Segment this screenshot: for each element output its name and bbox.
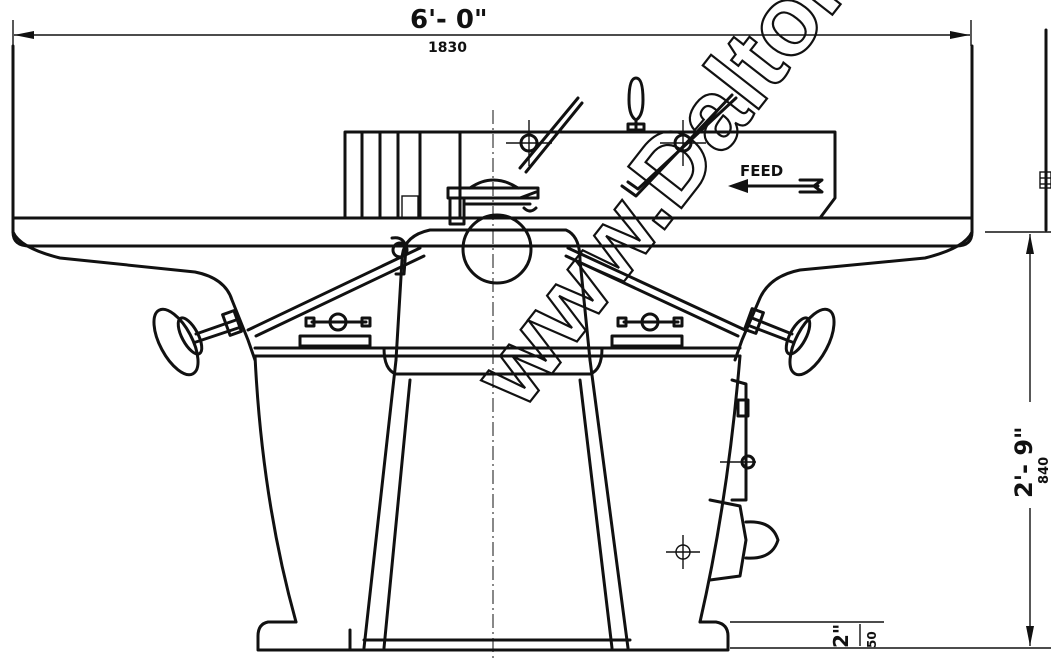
- table-skirt: [11, 230, 974, 362]
- feed-indicator: FEED: [728, 162, 824, 194]
- top-handle: [626, 76, 646, 134]
- lock-knob-left: [298, 312, 372, 348]
- central-column: [362, 228, 630, 650]
- base-height-dimension: 2" 50: [730, 621, 884, 648]
- lock-knob-right: [610, 312, 684, 348]
- starter-panel: [666, 378, 780, 582]
- feed-label: FEED: [740, 162, 783, 180]
- motor-housing: [343, 130, 837, 220]
- lever-right: [620, 93, 738, 198]
- height-mm-label: 840: [1037, 457, 1051, 484]
- watermark: www.DaltonsW: [451, 0, 972, 426]
- handwheel-right: [743, 307, 836, 377]
- length-label: 6'- 0": [410, 5, 488, 35]
- cutter-head: [461, 213, 533, 285]
- height-dimension: 2'- 9" 840: [730, 231, 1051, 649]
- length-dimension: 6'- 0" 1830: [12, 5, 972, 56]
- base-height-label: 2": [829, 624, 853, 648]
- height-label: 2'- 9": [1010, 426, 1038, 498]
- side-view-fragment: [1039, 28, 1051, 232]
- base-height-mm-label: 50: [865, 631, 879, 648]
- length-mm-label: 1830: [428, 40, 467, 56]
- handwheel-left: [152, 307, 243, 377]
- lever-left: [506, 96, 584, 174]
